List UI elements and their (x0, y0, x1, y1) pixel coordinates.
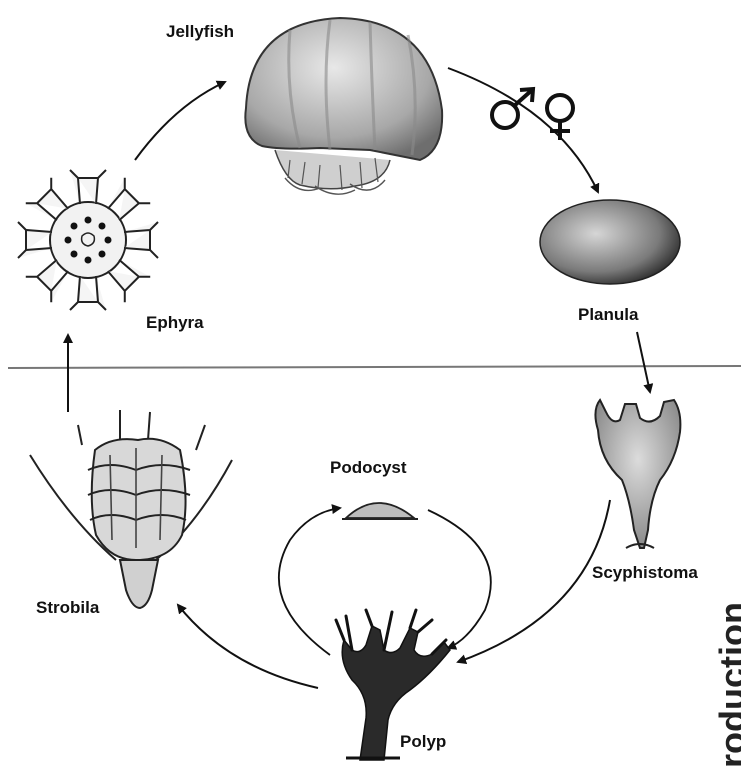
side-text-reproduction: roduction (712, 602, 741, 768)
arrow-polyp-to-strobila (178, 605, 318, 688)
label-podocyst: Podocyst (330, 458, 407, 478)
sexual-reproduction-symbols (492, 89, 573, 140)
arrow-podocyst-to-polyp (428, 510, 491, 648)
arrow-scyphistoma-to-polyp (458, 500, 610, 662)
label-jellyfish: Jellyfish (166, 22, 234, 42)
label-ephyra: Ephyra (146, 313, 204, 333)
ephyra-illustration (18, 170, 158, 310)
strobila-illustration (30, 410, 232, 608)
scyphistoma-illustration (595, 400, 680, 548)
label-strobila: Strobila (36, 598, 99, 618)
arrow-ephyra-to-jellyfish (135, 82, 225, 160)
arrow-planula-to-scyphistoma (637, 332, 650, 392)
podocyst-illustration (342, 503, 418, 519)
label-scyphistoma: Scyphistoma (592, 563, 698, 583)
jellyfish-illustration (245, 18, 442, 194)
arrow-polyp-to-podocyst (279, 508, 340, 655)
planula-illustration (540, 200, 680, 284)
label-polyp: Polyp (400, 732, 446, 752)
arrow-jellyfish-to-planula (448, 68, 598, 192)
phase-divider (8, 366, 741, 368)
label-planula: Planula (578, 305, 638, 325)
